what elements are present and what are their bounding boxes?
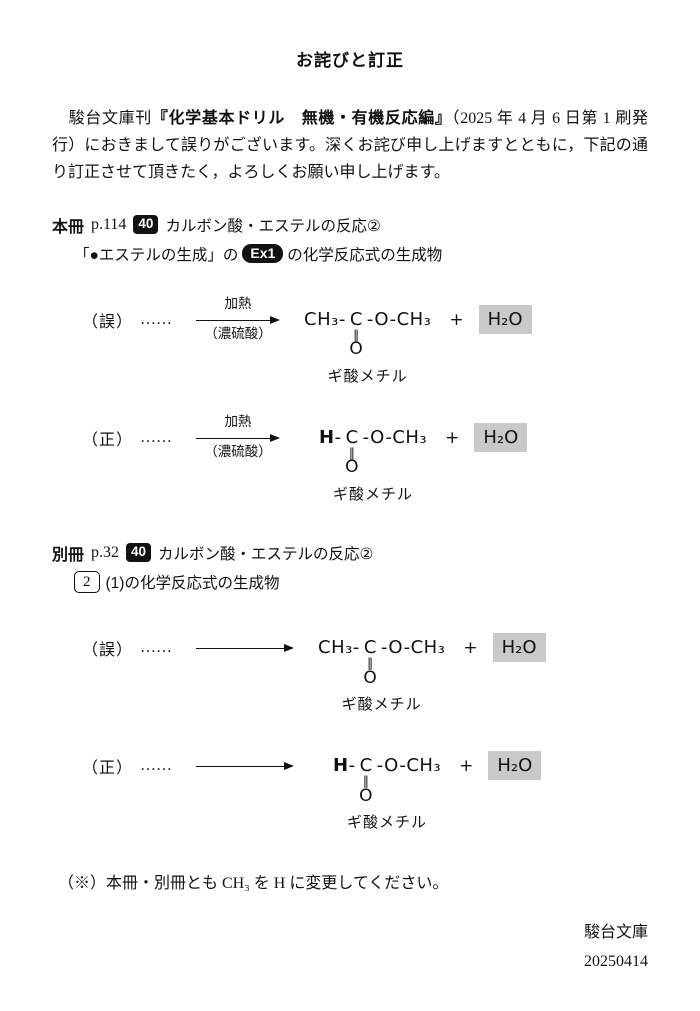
chemical-formula: H-C‖O-O-CH₃ ギ酸メチル [319, 427, 428, 503]
correctness-label: （正） [82, 759, 134, 777]
footer: 駿台文庫 20250414 [52, 919, 648, 977]
section-bessatsu: 別冊 p.32 40 カルボン酸・エステルの反応② 2 (1)の化学反応式の生成… [52, 541, 648, 831]
section-subline: 「●エステルの生成」の Ex1 の化学反応式の生成物 [74, 243, 648, 265]
formula-left: - [348, 755, 356, 777]
ellipsis-dots: …… [140, 638, 172, 656]
carbonyl-group: C‖O [360, 637, 381, 687]
equation-row-correct: （正） …… H-C‖O-O-CH₃ ギ酸メチル + H₂O [82, 751, 648, 831]
formula-head: H [319, 427, 335, 449]
chemical-formula: H-C‖O-O-CH₃ ギ酸メチル [333, 755, 442, 831]
carbonyl-group: C‖O [356, 755, 377, 805]
subline-text-continued: の化学反応式の生成物 [287, 246, 443, 264]
equation-row-wrong: （誤） …… 加熱 （濃硫酸） CH₃-C‖O-O-CH₃ ギ酸メチル + H₂O [82, 296, 648, 385]
topic-number-badge: 40 [126, 542, 152, 563]
formula-head: H [333, 755, 349, 777]
highlighted-product: H₂O [488, 751, 542, 781]
book-name: 別冊 [52, 546, 85, 564]
arrow-shaft-icon [196, 432, 280, 443]
double-bond-icon: ‖ [362, 774, 370, 789]
reaction-arrow [196, 642, 294, 653]
correctness-label: （誤） [82, 641, 134, 659]
arrow-shaft-icon [196, 760, 294, 771]
double-bond-icon: ‖ [348, 446, 356, 461]
formula-left: - [334, 427, 342, 449]
carbonyl-group: C‖O [342, 427, 363, 477]
section-heading: 本冊 p.114 40 カルボン酸・エステルの反応② [52, 213, 648, 237]
plus-sign: + [449, 309, 464, 330]
section-subline: 2 (1)の化学反応式の生成物 [74, 570, 648, 593]
highlighted-product: H₂O [492, 633, 546, 663]
formula-right: -O-CH₃ [376, 755, 442, 777]
arrow-condition-top: 加熱 [224, 296, 252, 312]
equation-row-correct: （正） …… 加熱 （濃硫酸） H-C‖O-O-CH₃ ギ酸メチル + H₂O [82, 414, 648, 503]
oxygen-atom: O [345, 457, 360, 478]
book-title: 『化学基本ドリル 無機・有機反応編』 [151, 110, 452, 127]
section-title: カルボン酸・エステルの反応② [158, 545, 374, 563]
carbonyl-group: C‖O [346, 309, 367, 359]
oxygen-atom: O [363, 667, 378, 688]
section-title: カルボン酸・エステルの反応② [165, 217, 381, 235]
arrow-condition-bottom: （濃硫酸） [204, 444, 272, 460]
plus-sign: + [459, 755, 474, 776]
arrow-condition-top: 加熱 [224, 414, 252, 430]
intro-paragraph: 駿台文庫刊『化学基本ドリル 無機・有機反応編』（2025 年 4 月 6 日第 … [52, 105, 648, 187]
reaction-arrow: 加熱 （濃硫酸） [196, 296, 280, 343]
page-title: お詫びと訂正 [296, 51, 404, 70]
page-reference: p.114 [91, 215, 127, 233]
formula-right: -O-CH₃ [366, 309, 432, 331]
carbon-atom: C [359, 755, 373, 777]
double-bond-oxygen: ‖O [345, 446, 360, 478]
arrow-shaft-icon [196, 314, 280, 325]
formula-left: CH₃- [304, 309, 346, 331]
arrow-condition-bottom: （濃硫酸） [204, 326, 272, 342]
double-bond-icon: ‖ [367, 656, 374, 671]
intro-text: 駿台文庫刊 [52, 110, 152, 127]
highlighted-product: H₂O [478, 305, 532, 335]
oxygen-atom: O [349, 339, 364, 360]
double-bond-icon: ‖ [353, 328, 360, 343]
ellipsis-dots: …… [140, 310, 172, 328]
chemical-formula: CH₃-C‖O-O-CH₃ ギ酸メチル [304, 309, 432, 385]
book-name: 本冊 [52, 218, 85, 236]
section-heading: 別冊 p.32 40 カルボン酸・エステルの反応② [52, 541, 648, 565]
compound-name: ギ酸メチル [341, 696, 422, 714]
ellipsis-dots: …… [140, 428, 172, 446]
global-note: （※）本冊・別冊とも CH₃ を H に変更してください。 [58, 874, 449, 892]
correctness-label: （誤） [82, 313, 134, 331]
formula-right: -O-CH₃ [380, 637, 446, 659]
problem-number-box: 2 [74, 570, 100, 593]
subline-text: 「●エステルの生成」の [74, 246, 239, 264]
ellipsis-dots: …… [140, 756, 172, 774]
chemical-formula: CH₃-C‖O-O-CH₃ ギ酸メチル [318, 637, 446, 713]
reaction-arrow: 加熱 （濃硫酸） [196, 414, 280, 461]
carbon-atom: C [345, 427, 359, 449]
carbon-atom: C [349, 309, 363, 331]
formula-right: -O-CH₃ [362, 427, 428, 449]
example-badge: Ex1 [242, 243, 284, 264]
page-reference: p.32 [91, 543, 120, 561]
publisher-name: 駿台文庫 [583, 923, 648, 941]
correctness-label: （正） [82, 431, 134, 449]
subline-text: (1)の化学反応式の生成物 [105, 574, 280, 592]
double-bond-oxygen: ‖O [349, 328, 364, 360]
double-bond-oxygen: ‖O [363, 656, 378, 688]
reaction-arrow [196, 760, 294, 771]
carbon-atom: C [363, 637, 377, 659]
topic-number-badge: 40 [133, 214, 159, 235]
intro-text-continued: （2025 年 4 月 6 日第 1 刷発行）におきまして誤りがございます。深く… [52, 110, 648, 182]
compound-name: ギ酸メチル [333, 486, 414, 504]
highlighted-product: H₂O [474, 423, 528, 453]
compound-name: ギ酸メチル [347, 814, 428, 832]
arrow-shaft-icon [196, 642, 294, 653]
plus-sign: + [463, 637, 478, 658]
plus-sign: + [445, 427, 460, 448]
document-date: 20250414 [584, 952, 648, 970]
double-bond-oxygen: ‖O [359, 774, 374, 806]
compound-name: ギ酸メチル [327, 368, 408, 386]
formula-left: CH₃- [318, 637, 360, 659]
section-honsatsu: 本冊 p.114 40 カルボン酸・エステルの反応② 「●エステルの生成」の E… [52, 213, 648, 503]
oxygen-atom: O [359, 785, 374, 806]
equation-row-wrong: （誤） …… CH₃-C‖O-O-CH₃ ギ酸メチル + H₂O [82, 633, 648, 713]
